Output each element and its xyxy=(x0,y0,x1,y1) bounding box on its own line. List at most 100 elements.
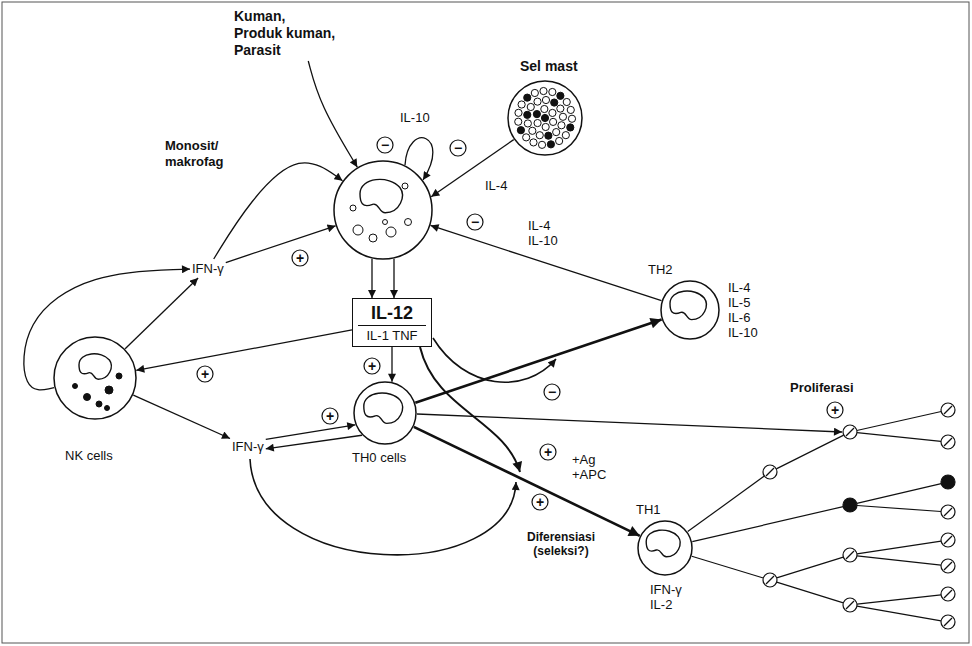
daughter-cell xyxy=(763,465,777,479)
cell-hatch xyxy=(944,438,952,446)
cell-hatch xyxy=(846,601,854,609)
cell-membrane xyxy=(661,281,719,339)
stimulus-node: Kuman, Produk kuman, Parasit xyxy=(232,6,338,61)
arrow-connector xyxy=(371,259,372,298)
cell-nucleus xyxy=(646,530,680,557)
cell-membrane xyxy=(54,337,136,419)
branch-line xyxy=(777,582,844,603)
daughter-cell xyxy=(941,475,955,489)
cell-granule xyxy=(527,103,534,110)
arrow-connector xyxy=(24,269,190,390)
branch-line xyxy=(857,541,941,554)
arrow-connector xyxy=(214,163,343,259)
sign-symbol: + xyxy=(292,250,308,266)
daughter-cell xyxy=(843,425,857,439)
daughter-cell xyxy=(941,615,955,629)
cell-granule xyxy=(551,99,558,106)
cell-granule xyxy=(524,111,531,118)
cell-granule xyxy=(545,132,552,139)
cytokine-label: IFN-γ xyxy=(232,439,264,454)
cytokine-label: IFN-γ xyxy=(192,261,224,276)
daughter-cell xyxy=(941,587,955,601)
sign-circle xyxy=(377,137,393,153)
sign-circle xyxy=(364,358,380,374)
daughter-cell xyxy=(941,533,955,547)
arrow-connector xyxy=(226,226,336,263)
branch-line xyxy=(692,507,843,542)
cell-granule xyxy=(557,105,564,112)
branch-line xyxy=(857,506,941,512)
branch-line xyxy=(688,476,765,531)
branch-line xyxy=(857,484,941,504)
cell-granule xyxy=(550,118,557,125)
sign-symbol: − xyxy=(450,140,466,156)
cytokine-label: IL-1 TNF xyxy=(358,328,426,343)
proliferation-tree xyxy=(688,412,942,621)
cell-granule xyxy=(542,123,549,130)
mast-cell: Sel mast xyxy=(507,80,583,156)
cell-granule xyxy=(538,141,545,148)
cell-granule xyxy=(350,205,356,211)
cell-label: TH0 cells xyxy=(352,450,406,465)
cell-granule xyxy=(534,119,541,126)
sign-symbol: + xyxy=(532,494,548,510)
arrow-connector xyxy=(414,427,640,536)
cell-hatch xyxy=(766,576,774,584)
daughter-cell xyxy=(843,548,857,562)
cell-granule xyxy=(84,394,91,401)
cell-granule xyxy=(96,401,102,407)
sign-symbol: − xyxy=(377,137,393,153)
t-cell: TH1IFN-γ IL-2 xyxy=(637,520,693,576)
cell-granule xyxy=(531,89,538,96)
cell-outline xyxy=(333,160,433,260)
cell-granule xyxy=(556,137,563,144)
cell-granule xyxy=(515,118,522,125)
cell-label: TH2 xyxy=(648,262,673,277)
sign-circle xyxy=(197,366,213,382)
sign-symbol: + xyxy=(364,358,380,374)
branch-line xyxy=(857,433,941,442)
cell-nucleus xyxy=(670,291,706,320)
branch-line xyxy=(857,606,941,621)
cell-granule xyxy=(518,101,525,108)
sign-circle xyxy=(292,250,308,266)
branch-line xyxy=(857,556,941,565)
cell-membrane xyxy=(638,521,692,575)
arrow-connector xyxy=(308,61,357,167)
cell-outline xyxy=(353,381,417,445)
cell-granule xyxy=(534,98,541,105)
sign-symbol: + xyxy=(540,444,556,460)
cell-granule xyxy=(523,134,530,141)
cell-hatch xyxy=(944,618,952,626)
daughter-cell xyxy=(941,505,955,519)
cell-granule xyxy=(530,139,537,146)
arrow-connector xyxy=(125,278,198,349)
daughter-cells xyxy=(763,403,955,629)
branch-line xyxy=(777,557,844,578)
cell-granule xyxy=(386,227,396,237)
cell-granule xyxy=(553,128,560,135)
daughter-cell xyxy=(843,598,857,612)
costimulation-line xyxy=(250,459,516,555)
cytokine-list: IL-4 IL-5 IL-6 IL-10 xyxy=(728,280,767,340)
nk-cell: NK cells xyxy=(53,336,137,420)
edge-label: IL-4 IL-10 xyxy=(528,218,567,248)
cell-granule xyxy=(557,92,564,99)
sign-circle xyxy=(540,444,556,460)
daughter-cell xyxy=(763,573,777,587)
arrow-connector xyxy=(393,259,394,298)
process-label: Diferensiasi (seleksi?) xyxy=(522,530,600,558)
cell-granule xyxy=(353,225,363,235)
cytokine-label: IL-10 xyxy=(400,110,430,125)
cell-outline xyxy=(53,336,137,420)
arrow-connector xyxy=(266,425,355,440)
cell-nucleus xyxy=(364,393,403,423)
arrow-connector xyxy=(415,320,661,403)
cell-label: NK cells xyxy=(65,448,113,463)
stimulus-text: Kuman, Produk kuman, Parasit xyxy=(234,8,336,59)
cell-granule xyxy=(73,384,78,389)
cell-granule xyxy=(567,106,574,113)
